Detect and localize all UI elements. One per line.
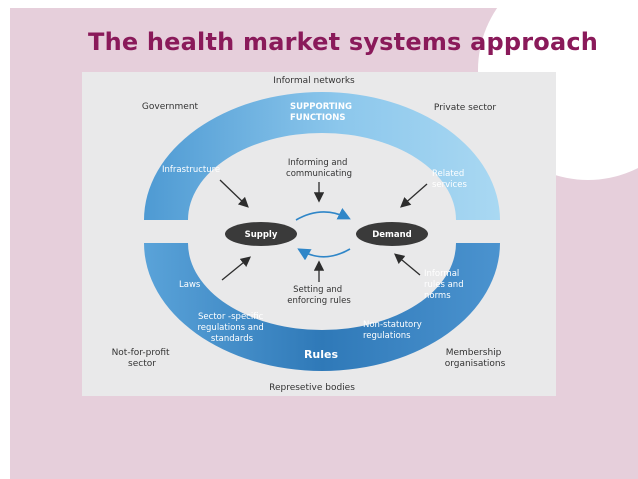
label-informing-line1: Informing and <box>288 158 348 168</box>
market-system-diagram: Informal networks Government Private sec… <box>112 76 506 393</box>
label-related-services-line1: Related <box>432 169 464 179</box>
label-sector-specific-line2: regulations and <box>198 323 264 333</box>
label-sector-specific: Sector -specific regulations and standar… <box>198 312 267 344</box>
label-related-services-line2: services <box>432 180 467 190</box>
related-services-arrow <box>400 183 428 208</box>
laws-arrow <box>221 256 252 281</box>
label-informing-communicating: Informing and communicating <box>286 158 352 179</box>
label-not-for-profit-line2: sector <box>128 359 156 369</box>
label-setting-line2: enforcing rules <box>287 296 351 306</box>
label-representive-bodies: Represetive bodies <box>269 383 355 393</box>
supply-node <box>225 222 297 246</box>
demand-to-supply-arrow <box>297 248 351 261</box>
label-setting-enforcing: Setting and enforcing rules <box>287 285 351 306</box>
label-informal-rules-line2: rules and <box>424 280 464 290</box>
label-informal-networks: Informal networks <box>273 76 355 86</box>
label-not-for-profit-line1: Not-for-profit <box>112 348 170 358</box>
supporting-functions-title: SUPPORTING FUNCTIONS <box>290 102 355 123</box>
label-related-services: Related services <box>432 169 467 190</box>
supply-label: Supply <box>245 230 278 240</box>
label-non-statutory-line2: regulations <box>363 331 411 341</box>
label-non-statutory-line1: Non-statutory <box>363 320 422 330</box>
label-setting-line1: Setting and <box>293 285 342 295</box>
label-sector-specific-line1: Sector -specific <box>198 312 264 322</box>
label-informal-rules-line3: norms <box>424 291 451 301</box>
informal-rules-arrow <box>394 253 421 276</box>
demand-node <box>356 222 428 246</box>
label-informing-line2: communicating <box>286 169 352 179</box>
label-membership-line2: organisations <box>445 359 506 369</box>
label-sector-specific-line3: standards <box>211 334 254 344</box>
diagram-panel: Informal networks Government Private sec… <box>82 72 556 396</box>
label-non-statutory: Non-statutory regulations <box>363 320 424 341</box>
supply-to-demand-arrow <box>295 207 351 221</box>
rules-title: Rules <box>304 348 339 361</box>
label-private-sector: Private sector <box>434 103 496 113</box>
label-laws: Laws <box>179 280 201 290</box>
rules-arc <box>144 243 500 371</box>
supporting-functions-title-line1: SUPPORTING <box>290 102 352 112</box>
infrastructure-arrow <box>219 179 249 208</box>
demand-label: Demand <box>372 230 412 240</box>
label-informal-rules: Informal rules and norms <box>424 269 466 301</box>
label-not-for-profit: Not-for-profit sector <box>112 348 173 369</box>
label-infrastructure: Infrastructure <box>162 165 220 175</box>
supporting-functions-title-line2: FUNCTIONS <box>290 113 345 123</box>
label-informal-rules-line1: Informal <box>424 269 459 279</box>
slide-title: The health market systems approach <box>88 28 599 56</box>
label-government: Government <box>142 102 199 112</box>
label-membership-line1: Membership <box>446 348 502 358</box>
label-membership: Membership organisations <box>445 348 506 369</box>
supporting-functions-arc <box>144 92 500 220</box>
